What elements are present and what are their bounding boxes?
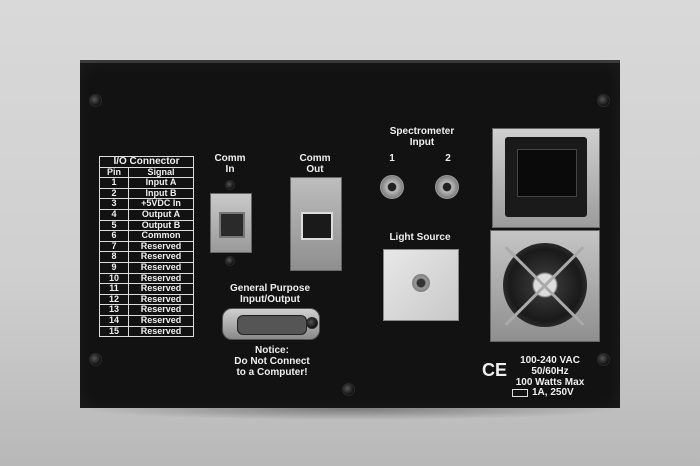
pin-number: 10 xyxy=(99,272,129,285)
gpio-label: General Purpose Input/Output xyxy=(222,283,318,305)
spectrometer-label-line1: Spectrometer xyxy=(389,126,455,137)
notice-text: Notice: Do Not Connect to a Computer! xyxy=(232,345,312,378)
pin-signal: Reserved xyxy=(128,272,194,285)
cooling-fan xyxy=(490,230,600,342)
comm-in-label-line1: Comm xyxy=(214,153,246,164)
pin-number: 7 xyxy=(99,240,129,253)
light-source-port[interactable] xyxy=(383,249,459,321)
pin-number: 12 xyxy=(99,293,129,306)
iec-power-inlet xyxy=(505,137,587,217)
spectrometer-label-line2: Input xyxy=(409,137,435,148)
spec-input-2-label: 2 xyxy=(445,153,451,164)
pin-signal: Input A xyxy=(128,177,194,189)
db15-gpio-connector[interactable] xyxy=(222,308,320,340)
comm-out-label: Comm Out xyxy=(297,153,333,175)
notice-line3: to a Computer! xyxy=(236,367,308,378)
pin-signal: Reserved xyxy=(128,283,194,295)
comm-in-label-line2: In xyxy=(225,164,235,175)
comm-in-label: Comm In xyxy=(212,153,248,175)
pin-signal: Reserved xyxy=(128,314,194,327)
ce-mark: CE xyxy=(482,360,508,380)
pin-number: 14 xyxy=(99,314,129,327)
pin-column-header: Pin xyxy=(99,166,129,179)
spectrometer-input-1-connector[interactable] xyxy=(380,175,404,199)
light-source-socket xyxy=(412,274,430,292)
usb-screw xyxy=(225,256,235,266)
light-source-label: Light Source xyxy=(389,232,451,243)
pin-signal: Output A xyxy=(128,208,194,221)
pin-signal: +5VDC In xyxy=(128,198,194,210)
db15-screw xyxy=(306,317,318,329)
pin-number: 9 xyxy=(99,261,129,274)
pin-signal: Common xyxy=(128,230,194,242)
io-connector-title: I/O Connector xyxy=(99,156,194,168)
panel-screw xyxy=(597,353,610,366)
pin-signal: Reserved xyxy=(128,261,194,274)
usb-screw xyxy=(225,180,235,190)
pin-number: 11 xyxy=(99,283,129,295)
power-rating-line1: 100-240 VAC xyxy=(520,355,580,366)
power-rating-line2: 50/60Hz xyxy=(531,366,569,377)
power-socket xyxy=(517,149,577,197)
pin-signal: Reserved xyxy=(128,304,194,316)
gpio-label-line1: General Purpose xyxy=(229,283,311,294)
power-inlet-module[interactable] xyxy=(492,128,600,228)
pin-signal: Reserved xyxy=(128,251,194,263)
pin-number: 6 xyxy=(99,230,129,242)
ethernet-port[interactable] xyxy=(290,177,342,271)
pin-signal: Reserved xyxy=(128,293,194,306)
spectrometer-input-2-connector[interactable] xyxy=(435,175,459,199)
spectrometer-input-label: Spectrometer Input xyxy=(382,126,462,148)
fuse-rating: 1A, 250V xyxy=(532,387,574,398)
notice-line1: Notice: xyxy=(255,345,289,356)
panel-screw xyxy=(342,383,355,396)
signal-column-header: Signal xyxy=(128,166,194,179)
pin-signal: Reserved xyxy=(128,325,194,338)
io-pin-row: 3+5VDC In xyxy=(99,198,194,210)
pin-number: 5 xyxy=(99,219,129,232)
comm-out-label-line1: Comm xyxy=(299,153,331,164)
power-rating-text: 100-240 VAC 50/60Hz 100 Watts Max xyxy=(510,355,590,388)
panel-screw xyxy=(597,94,610,107)
usb-socket xyxy=(219,212,245,238)
pin-number: 4 xyxy=(99,208,129,221)
pin-number: 2 xyxy=(99,187,129,200)
pin-number: 15 xyxy=(99,325,129,338)
pin-number: 13 xyxy=(99,304,129,316)
pin-signal: Input B xyxy=(128,187,194,200)
panel-screw xyxy=(89,94,102,107)
db15-socket xyxy=(237,315,307,335)
gpio-label-line2: Input/Output xyxy=(240,294,300,305)
ethernet-socket xyxy=(301,212,333,240)
pin-signal: Reserved xyxy=(128,240,194,253)
spec-input-1-label: 1 xyxy=(389,153,395,164)
usb-port[interactable] xyxy=(210,193,252,253)
power-rating-line3: 100 Watts Max xyxy=(515,377,585,388)
notice-line2: Do Not Connect xyxy=(234,356,310,367)
pin-number: 1 xyxy=(99,177,129,189)
pin-number: 8 xyxy=(99,251,129,263)
panel-screw xyxy=(89,353,102,366)
pin-number: 3 xyxy=(99,198,129,210)
comm-out-label-line2: Out xyxy=(306,164,324,175)
pin-signal: Output B xyxy=(128,219,194,232)
fuse-icon xyxy=(512,389,528,397)
